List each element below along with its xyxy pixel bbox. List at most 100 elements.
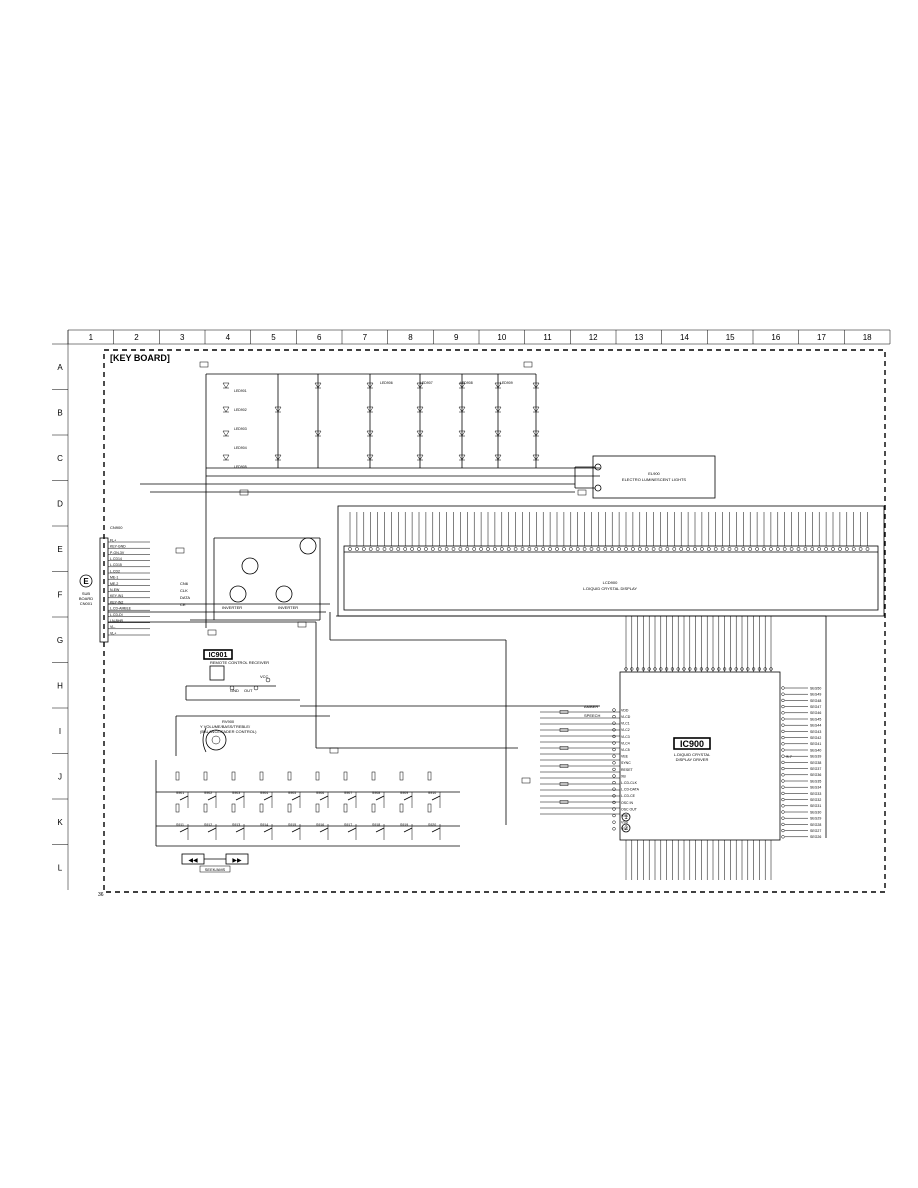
led-diode	[494, 430, 502, 437]
ic900-left-pin	[612, 741, 616, 745]
ic900-right-pin	[781, 704, 785, 709]
key-resistor	[259, 771, 264, 781]
lcd-pin	[375, 547, 380, 551]
page-number: 36	[98, 892, 104, 898]
led-label: LED903	[234, 427, 247, 431]
key-switch-contact	[431, 827, 441, 833]
lcd-pin	[824, 547, 828, 551]
key-switch-label: S903	[232, 791, 240, 795]
led-diode	[222, 406, 230, 413]
lcd-pin	[430, 547, 435, 551]
key-resistor	[343, 771, 348, 781]
lcd-pin	[727, 547, 732, 551]
ic900-resistor	[559, 764, 569, 768]
lcd-pin	[493, 547, 497, 551]
column-label-9: 9	[454, 333, 459, 342]
ic900-left-pin	[612, 827, 616, 831]
led-diode	[274, 454, 282, 461]
cn-label-clk: CLK	[180, 588, 188, 593]
connector-board-2: BOARD	[79, 596, 93, 601]
lcd-pin	[568, 547, 573, 551]
row-label-D: D	[57, 499, 63, 508]
ic900-right-pin	[781, 804, 785, 808]
lcd-pin	[637, 547, 642, 551]
key-switch-label: S915	[288, 823, 296, 827]
key-resistor	[231, 803, 236, 813]
ic900-pin-dot	[647, 667, 651, 671]
column-label-1: 1	[89, 333, 94, 342]
key-resistor	[315, 771, 320, 781]
ic900-right-pin	[781, 773, 785, 777]
ic900-pin-dot	[682, 667, 686, 671]
ic900-right-pin-label: SEG47	[810, 705, 821, 709]
lcd-pin	[713, 547, 718, 551]
led-diode	[458, 406, 466, 413]
lcd-pin	[686, 547, 690, 551]
key-switch-contact	[403, 795, 413, 801]
row-label-F: F	[58, 590, 63, 599]
ref-box-i7	[329, 747, 339, 754]
connector-pin-label: ME-2	[110, 582, 118, 586]
lcd-pin	[844, 547, 849, 551]
key-switch-label: S906	[316, 791, 324, 795]
ic900-pin-dot	[676, 667, 680, 671]
lcd-pin	[644, 547, 649, 551]
ic900-pin-dot	[769, 667, 773, 671]
row-label-G: G	[57, 636, 63, 645]
led-diode	[458, 430, 466, 437]
ic900-left-pin	[612, 708, 616, 712]
ic900-left-pin	[612, 747, 616, 752]
key-switch-label: S914	[260, 823, 268, 827]
lcd-pin	[658, 547, 663, 551]
ic900-resistor	[559, 728, 569, 732]
ic900-left-pin	[612, 813, 616, 818]
ic900-left-pin-label: VSS	[621, 821, 629, 825]
lcd-pin	[389, 547, 394, 551]
lcd-pin	[624, 547, 628, 551]
ic900-resistor	[559, 782, 569, 786]
ic900-left-pin	[612, 820, 616, 824]
lcd-pin	[486, 547, 490, 551]
lcd-pin	[617, 547, 621, 551]
lcd-pin	[465, 547, 470, 551]
connector-pin-label: FL+	[110, 538, 116, 542]
key-switch-label: S919	[400, 823, 408, 827]
ic900-right-pin-label: SEG41	[810, 742, 821, 746]
ic900-block: VDDVLCDVLC1VLC2VLC3VLC4VLC5VEESYNCRESETX…	[612, 616, 821, 880]
ic900-right-pin	[781, 711, 785, 715]
ic900-right-pin	[781, 816, 785, 820]
lcd-pin	[672, 547, 677, 551]
ic900-pin-dot	[711, 667, 715, 671]
ic900-right-pin	[781, 810, 785, 814]
row-label-K: K	[57, 818, 63, 827]
column-label-5: 5	[271, 333, 276, 342]
ic900-right-pin-label: SEG33	[810, 792, 821, 796]
lcd-pin	[817, 547, 822, 551]
ic900-right-pin	[781, 729, 785, 734]
ic900-pin-dot	[705, 667, 709, 671]
key-switch-contact	[431, 795, 441, 801]
ic901-desc: REMOTE CONTROL RECEIVER	[210, 660, 269, 665]
ic900-left-pin	[612, 754, 616, 758]
column-label-10: 10	[497, 333, 506, 342]
ic900-left-pin-label: VLC1	[621, 722, 630, 726]
led-diode	[222, 454, 230, 461]
key-switch-contact	[375, 795, 385, 801]
ic900-pin-dot	[734, 667, 738, 671]
led-label: LED909	[500, 381, 513, 385]
key-resistor	[287, 771, 292, 781]
led-label: LED907	[420, 381, 433, 385]
key-switch-contact	[403, 827, 413, 833]
amber-label: AMBER	[584, 704, 598, 709]
ic900-pin-dot	[641, 667, 646, 671]
column-label-16: 16	[771, 333, 780, 342]
ic900-right-pin	[781, 717, 785, 721]
ic900-pin-dot	[728, 667, 733, 671]
lcd-pin	[355, 547, 359, 551]
lcd-pin	[838, 547, 842, 551]
ic900-left-pin-label: VEE	[621, 755, 629, 759]
key-resistor	[315, 803, 320, 813]
